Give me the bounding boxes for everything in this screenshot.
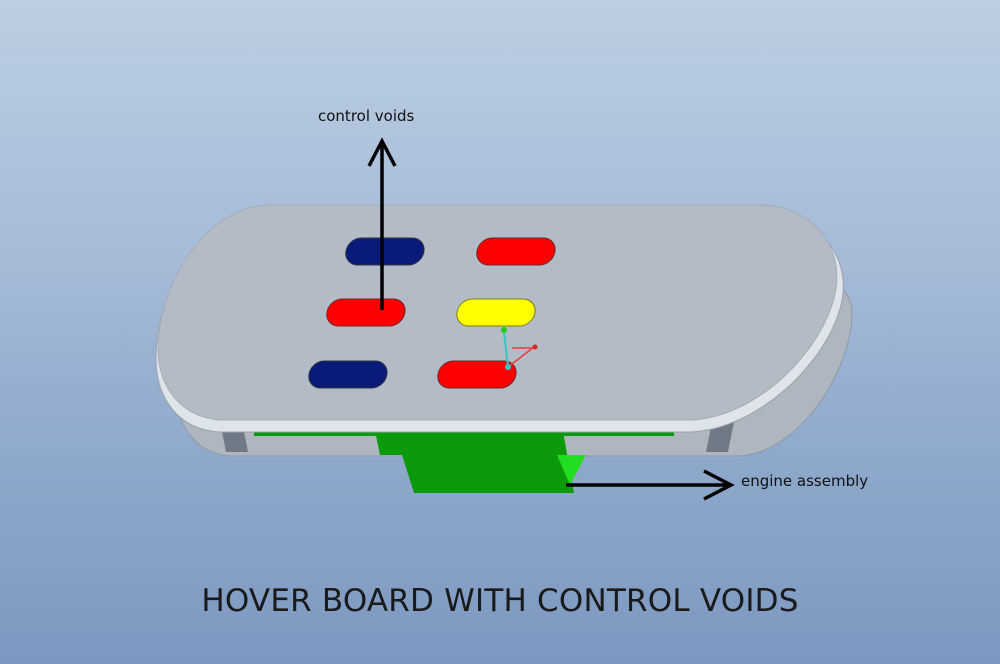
engine-highlight xyxy=(557,455,586,485)
triad-red-end xyxy=(532,344,538,350)
engine-assembly-arrowhead xyxy=(703,469,735,501)
control-voids xyxy=(308,237,556,389)
control-voids-label: control voids xyxy=(318,107,415,125)
triad-x-axis xyxy=(507,346,535,368)
engine-assembly-label: engine assembly xyxy=(741,472,869,490)
diagram-caption: HOVER BOARD WITH CONTROL VOIDS xyxy=(201,583,799,619)
triad-z-axis xyxy=(503,331,509,368)
triad-green-end xyxy=(501,327,507,333)
void-yellow-middle-right xyxy=(456,298,536,327)
control-voids-arrowhead xyxy=(367,137,397,167)
void-blue-top-left xyxy=(345,237,425,266)
engine-body xyxy=(374,426,574,493)
void-red-bottom-right xyxy=(437,360,517,389)
control-voids-arrow xyxy=(367,137,397,310)
triad-origin xyxy=(505,364,511,370)
engine-assembly-arrow xyxy=(566,469,735,501)
void-blue-bottom-left xyxy=(308,360,388,389)
engine-assembly xyxy=(254,424,674,493)
void-red-middle-left xyxy=(326,298,406,327)
coordinate-triad xyxy=(501,327,538,370)
void-red-top-right xyxy=(476,237,556,266)
